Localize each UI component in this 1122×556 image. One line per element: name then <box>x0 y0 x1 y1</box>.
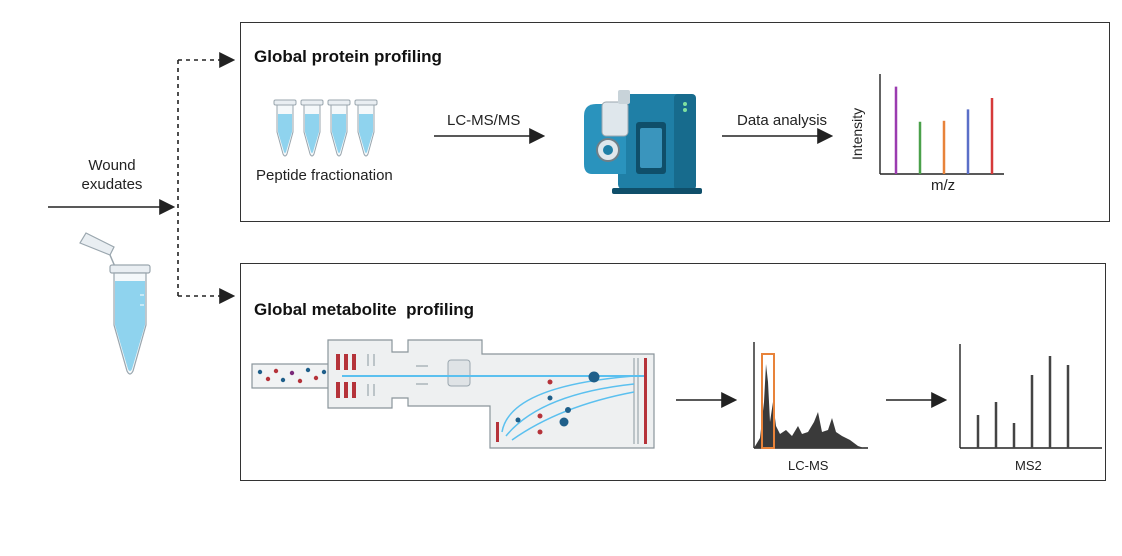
sample-tube-icon <box>79 232 151 375</box>
lcmsms-arrow <box>434 128 546 144</box>
metabolite-panel-title: Global metabolite profiling <box>254 300 475 319</box>
lcms-chromatogram <box>753 342 868 449</box>
ion-dots <box>257 367 341 384</box>
wound-label-line1: Wound <box>88 157 136 174</box>
quadrupole-rods <box>336 354 647 444</box>
peptide-tubes-icon <box>273 99 378 157</box>
metabolite-arrow-1 <box>676 392 738 408</box>
data-analysis-arrow <box>722 128 834 144</box>
protein-chart-ylabel: Intensity <box>849 107 865 160</box>
lcmsms-label: LC-MS/MS <box>447 112 521 129</box>
data-analysis-label: Data analysis <box>737 112 828 129</box>
wound-label-line2: exudates <box>81 176 143 193</box>
ms2-spectrum-chart <box>959 344 1102 449</box>
peptide-fractionation-label: Peptide fractionation <box>256 167 393 184</box>
wound-exudates-label: Wound exudates <box>62 156 162 194</box>
lcms-label: LC-MS <box>788 458 829 473</box>
chromatogram-trace <box>754 364 864 448</box>
selected-peak-highlight <box>761 353 775 449</box>
mass-spectrometer-icon <box>584 90 702 194</box>
protein-panel-title: Global protein profiling <box>254 47 442 66</box>
protein-spectrum-chart <box>879 74 1004 175</box>
metabolite-arrow-2 <box>886 392 948 408</box>
mass-analyzer-schematic <box>251 339 655 449</box>
capillary <box>251 363 343 389</box>
analyzer-chamber <box>327 339 655 449</box>
ms2-label: MS2 <box>1015 458 1042 473</box>
protein-chart-xlabel: m/z <box>931 177 956 194</box>
